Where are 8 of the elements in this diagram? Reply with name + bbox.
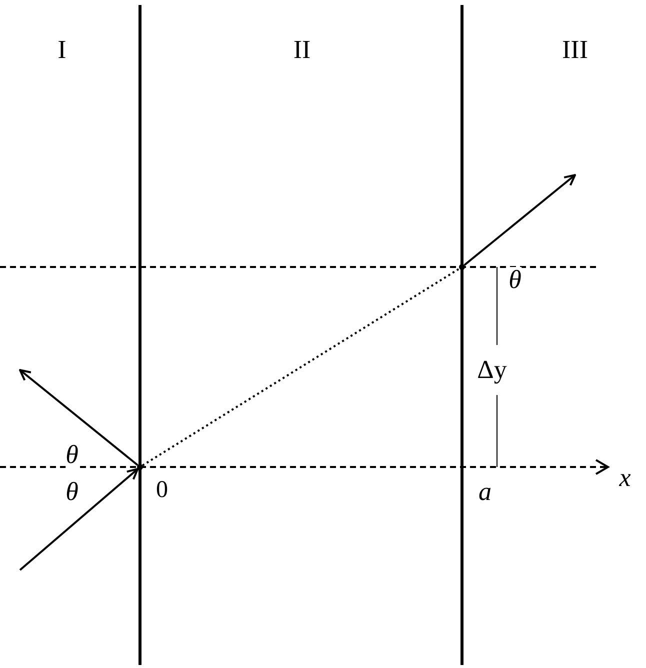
connector-line xyxy=(142,268,460,466)
intersection-point xyxy=(459,264,465,270)
origin-label: 0 xyxy=(156,478,168,502)
intersection-point xyxy=(137,464,143,470)
arrow xyxy=(19,369,138,466)
arrow xyxy=(464,174,576,266)
arrow xyxy=(19,468,139,571)
label: θ xyxy=(66,442,78,468)
